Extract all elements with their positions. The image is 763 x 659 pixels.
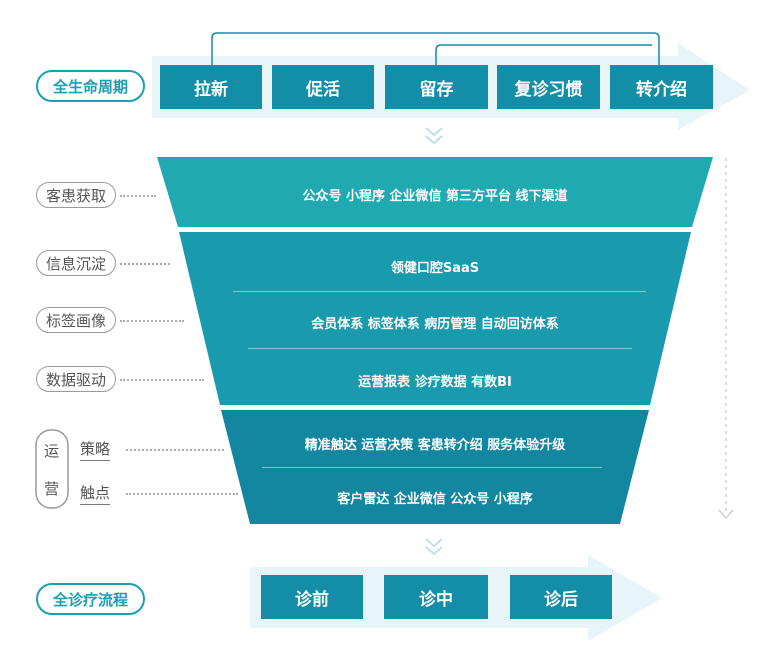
arrow-down-icon bbox=[718, 509, 734, 520]
funnel-tier3-text-2: 客户雷达 企业微信 公众号 小程序 bbox=[337, 492, 533, 507]
label-tag-portrait: 标签画像 bbox=[36, 307, 116, 333]
lifecycle-label: 全生命周期 bbox=[36, 70, 145, 102]
operation-bracket bbox=[35, 429, 69, 509]
funnel-tier2-text-2: 会员体系 标签体系 病历管理 自动回访体系 bbox=[311, 317, 559, 332]
dotted-leader bbox=[120, 379, 204, 381]
connector-loop-outer bbox=[211, 32, 660, 65]
stage-acquire[interactable]: 拉新 bbox=[160, 65, 262, 109]
dotted-leader bbox=[126, 493, 238, 495]
stage-retain[interactable]: 留存 bbox=[385, 65, 488, 109]
funnel-tier2-text-3: 运营报表 诊疗数据 有数BI bbox=[358, 375, 512, 390]
label-touchpoint: 触点 bbox=[80, 482, 111, 505]
funnel-tier-1 bbox=[157, 157, 713, 227]
funnel-tier-3 bbox=[221, 410, 649, 524]
stage-referral[interactable]: 转介绍 bbox=[610, 65, 713, 109]
funnel-tier-2 bbox=[179, 232, 691, 405]
dotted-leader bbox=[120, 263, 170, 265]
label-accumulation: 信息沉淀 bbox=[36, 250, 116, 276]
dotted-leader bbox=[120, 320, 184, 322]
chevron-down-icon bbox=[425, 127, 443, 145]
stage-pre-diagnosis[interactable]: 诊前 bbox=[261, 575, 363, 619]
dotted-leader bbox=[120, 195, 156, 197]
funnel-divider bbox=[248, 348, 632, 349]
funnel-tier2-text-1: 领健口腔SaaS bbox=[390, 261, 480, 276]
chevron-down-icon bbox=[425, 538, 443, 556]
stage-activate[interactable]: 促活 bbox=[272, 65, 374, 109]
label-strategy: 策略 bbox=[80, 438, 111, 461]
funnel-divider bbox=[262, 467, 602, 468]
label-acquisition: 客患获取 bbox=[36, 182, 116, 208]
stage-post-diagnosis[interactable]: 诊后 bbox=[510, 575, 612, 619]
label-data-driven: 数据驱动 bbox=[36, 366, 116, 392]
funnel-divider bbox=[233, 291, 646, 292]
connector-loop-inner bbox=[435, 44, 652, 65]
operation-char-2: 营 bbox=[44, 480, 60, 498]
diagnosis-label: 全诊疗流程 bbox=[36, 583, 145, 615]
funnel-tier3-text-1: 精准触达 运营决策 客患转介绍 服务体验升级 bbox=[304, 438, 566, 453]
stage-revisit-habit[interactable]: 复诊习惯 bbox=[497, 65, 600, 109]
stage-in-diagnosis[interactable]: 诊中 bbox=[384, 575, 488, 619]
funnel-tier1-text: 公众号 小程序 企业微信 第三方平台 线下渠道 bbox=[302, 189, 568, 204]
operation-char-1: 运 bbox=[44, 442, 60, 460]
dotted-leader bbox=[126, 449, 224, 451]
